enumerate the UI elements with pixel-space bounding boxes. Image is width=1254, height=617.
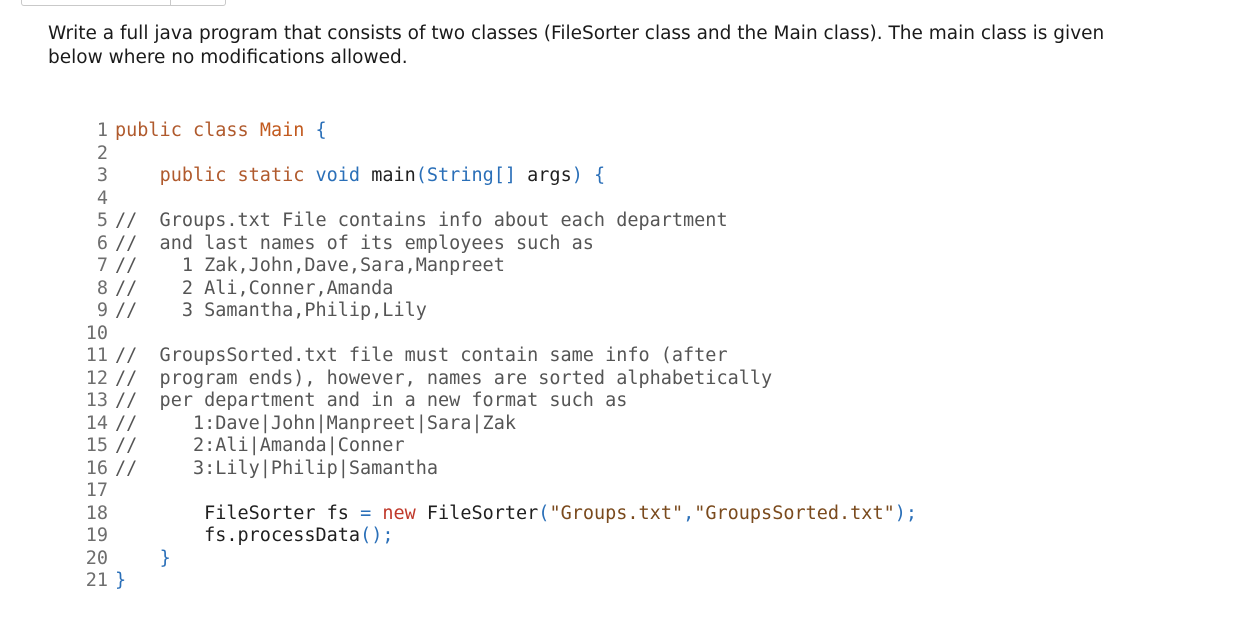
open-brace: { <box>594 165 606 186</box>
comment: // and last names of its employees such … <box>115 232 594 254</box>
comment: // per department and in a new format su… <box>115 390 628 411</box>
code-line-14: 14 // 1:Dave|John|Manpreet|Sara|Zak <box>80 413 917 436</box>
line-number: 6 <box>96 232 108 254</box>
string-input-file: "Groups.txt" <box>549 502 684 524</box>
code-line-15: 15 // 2:Ali|Amanda|Conner <box>80 435 917 458</box>
instructions-line-1: Write a full java program that consists … <box>48 23 1105 44</box>
keyword-class: class <box>192 120 249 141</box>
top-tab-fragment <box>21 0 226 6</box>
code-line-3: 3 public static void main(String[] args)… <box>80 165 917 188</box>
code-line-21: 21} <box>80 570 917 593</box>
method-name: main <box>371 165 416 186</box>
tab-divider <box>170 0 171 5</box>
code-line-1: 1 public class Main { <box>80 120 917 143</box>
line-number: 15 <box>85 435 108 456</box>
string-output-file: "GroupsSorted.txt" <box>694 502 895 524</box>
code-line-6: 6 // and last names of its employees such… <box>80 233 917 256</box>
line-number: 3 <box>96 165 108 186</box>
code-line-13: 13 // per department and in a new format … <box>80 390 917 413</box>
line-number: 9 <box>96 300 108 321</box>
instructions-text: Write a full java program that consists … <box>48 22 1148 70</box>
code-line-4: 4 <box>80 188 917 211</box>
variable-fs: fs <box>315 502 361 524</box>
close-brace: } <box>115 570 127 591</box>
open-brace: { <box>315 120 327 141</box>
constructor-name: FileSorter <box>426 502 539 524</box>
line-number: 13 <box>85 390 108 411</box>
line-number: 10 <box>85 322 108 344</box>
comment: // 3 Samantha,Philip,Lily <box>115 300 427 321</box>
line-number: 21 <box>85 570 108 591</box>
line-number: 11 <box>85 345 108 366</box>
line-number: 18 <box>85 502 108 524</box>
assign-operator: = <box>360 502 372 524</box>
code-line-10: 10 <box>80 323 917 346</box>
comment: // GroupsSorted.txt file must contain sa… <box>115 345 728 366</box>
code-line-12: 12 // program ends), however, names are s… <box>80 368 917 391</box>
line-number: 7 <box>96 255 108 276</box>
close-brace: } <box>159 547 171 569</box>
class-name: Main <box>259 120 305 141</box>
code-line-17: 17 <box>80 480 917 503</box>
keyword-void: void <box>315 165 361 186</box>
code-line-20: 20 } <box>80 548 917 571</box>
line-number: 20 <box>85 547 108 569</box>
arg-name: args <box>516 165 572 186</box>
code-line-5: 5 // Groups.txt File contains info about … <box>80 210 917 233</box>
code-block: 1 public class Main { 2 3 public static v… <box>80 120 917 593</box>
keyword-public: public <box>115 120 182 141</box>
code-line-2: 2 <box>80 143 917 166</box>
method-processdata: processData <box>237 525 361 546</box>
line-number: 1 <box>96 120 108 141</box>
comment: // 2 Ali,Conner,Amanda <box>115 277 394 299</box>
line-number: 17 <box>85 480 108 501</box>
comment: // 1:Dave|John|Manpreet|Sara|Zak <box>115 412 516 434</box>
comment: // 1 Zak,John,Dave,Sara,Manpreet <box>115 255 505 276</box>
code-line-19: 19 fs.processData(); <box>80 525 917 548</box>
code-line-8: 8 // 2 Ali,Conner,Amanda <box>80 278 917 301</box>
modifiers: public static <box>159 165 305 186</box>
instructions-line-2: below where no modifications allowed. <box>48 47 408 68</box>
line-number: 2 <box>96 142 108 164</box>
keyword-new: new <box>371 502 427 524</box>
arg-type: String[] <box>426 165 517 186</box>
code-line-11: 11 // GroupsSorted.txt file must contain … <box>80 345 917 368</box>
code-line-16: 16 // 3:Lily|Philip|Samantha <box>80 458 917 481</box>
type-filesorter: FileSorter <box>204 502 316 524</box>
comment: // program ends), however, names are sor… <box>115 367 773 389</box>
line-number: 12 <box>85 367 108 389</box>
line-number: 19 <box>85 525 108 546</box>
line-number: 16 <box>85 457 108 479</box>
comment: // 3:Lily|Philip|Samantha <box>115 457 439 479</box>
code-line-18: 18 FileSorter fs = new FileSorter("Group… <box>80 503 917 526</box>
line-number: 5 <box>96 210 108 231</box>
comment: // 2:Ali|Amanda|Conner <box>115 435 405 456</box>
object-fs: fs. <box>204 525 238 546</box>
code-line-9: 9 // 3 Samantha,Philip,Lily <box>80 300 917 323</box>
line-number: 8 <box>96 277 108 299</box>
comment: // Groups.txt File contains info about e… <box>115 210 728 231</box>
code-line-7: 7 // 1 Zak,John,Dave,Sara,Manpreet <box>80 255 917 278</box>
line-number: 4 <box>96 187 108 209</box>
line-number: 14 <box>85 412 108 434</box>
